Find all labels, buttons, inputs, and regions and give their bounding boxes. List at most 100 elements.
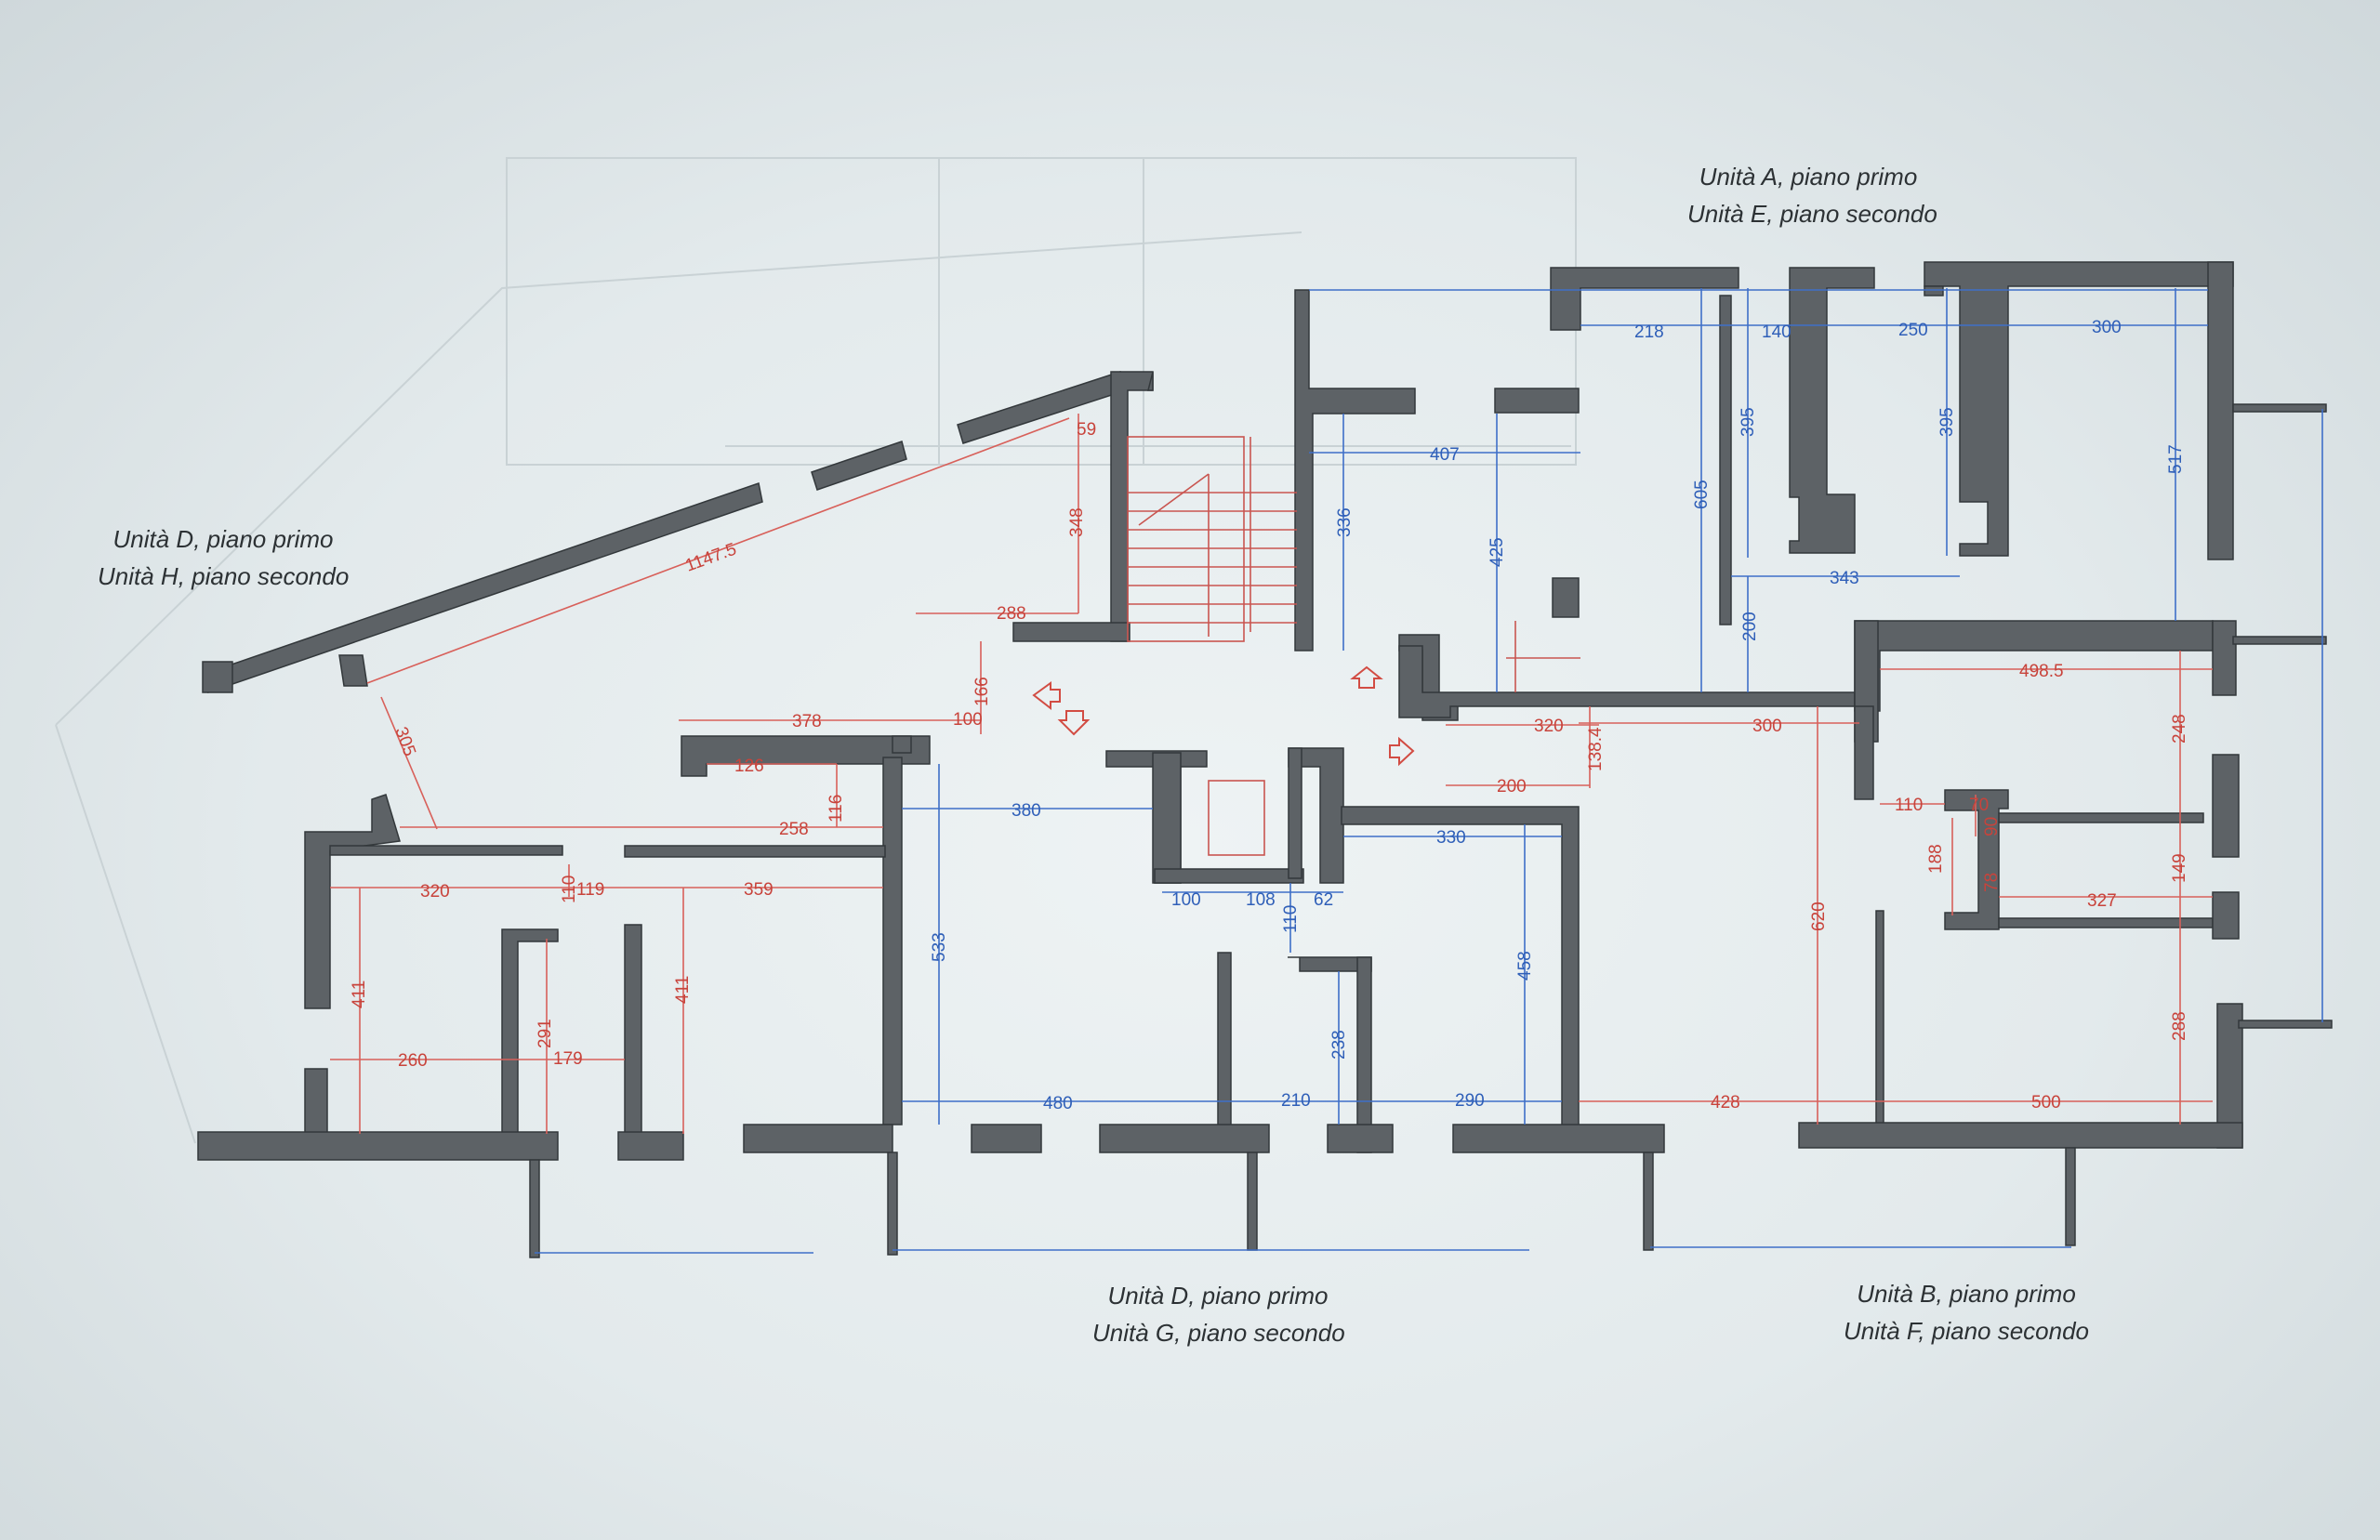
wall-diagonal-3 xyxy=(957,371,1127,444)
dim-label: 126 xyxy=(734,757,764,776)
unit-label-left: Unità D, piano primo Unità H, piano seco… xyxy=(98,520,349,595)
dim-label: 70 xyxy=(1969,796,1989,815)
wall-diagonal-stub xyxy=(202,661,233,693)
wall-unitA-east xyxy=(2207,261,2234,560)
dim-label: 428 xyxy=(1711,1093,1740,1112)
wall-unitD-west xyxy=(304,794,401,1009)
balcony-lines xyxy=(535,409,2323,1254)
ghost-outline xyxy=(55,157,1577,1144)
dim-label: 100 xyxy=(953,710,983,730)
unit-label-top-right: Unità A, piano primo Unità E, piano seco… xyxy=(1687,158,1937,232)
dim-label: 260 xyxy=(398,1051,428,1071)
dimension-labels: 59 348 288 1147.5 305 166 100 378 126 11… xyxy=(350,318,2189,1113)
unit-label-bottom-center: Unità D, piano primo Unità G, piano seco… xyxy=(1092,1277,1345,1351)
dim-label: 110 xyxy=(1281,905,1301,933)
dim-label: 110 xyxy=(1895,796,1923,815)
dim-label: 517 xyxy=(2166,444,2186,474)
dim-label: 605 xyxy=(1692,480,1712,509)
unit-label-bottom-right: Unità B, piano primo Unità F, piano seco… xyxy=(1841,1275,2092,1349)
wall-stair-west xyxy=(1110,371,1154,642)
dim-label: 110 xyxy=(560,875,579,903)
wall-unitD-south2 xyxy=(743,1124,893,1153)
dim-label: 210 xyxy=(1281,1091,1311,1111)
dim-label: 305 xyxy=(390,725,419,759)
stair xyxy=(1127,436,1580,856)
unit-label-line1: Unità D, piano primo xyxy=(1107,1282,1329,1310)
dim-label: 100 xyxy=(1171,890,1201,910)
dim-label: 116 xyxy=(826,795,846,823)
dim-label: 1147.5 xyxy=(683,540,739,576)
wall-diagonal-2 xyxy=(811,441,907,491)
wall-stair-cap xyxy=(1147,371,1154,391)
arrow-right-icon xyxy=(1389,736,1415,767)
arrow-left-icon xyxy=(1032,681,1061,711)
dim-label: 411 xyxy=(350,981,369,1008)
dim-label: 336 xyxy=(1335,507,1355,537)
dim-label: 258 xyxy=(779,820,809,839)
dim-label: 218 xyxy=(1634,322,1664,342)
dim-label: 200 xyxy=(1497,777,1527,796)
wall-unitA-north xyxy=(1550,267,1739,331)
dim-label: 359 xyxy=(744,880,774,900)
dim-label: 166 xyxy=(972,677,992,706)
dim-label: 407 xyxy=(1430,445,1460,465)
dim-label: 108 xyxy=(1246,890,1276,910)
dim-label: 248 xyxy=(2170,714,2189,744)
wall-corr-lower xyxy=(1341,806,1580,1130)
dim-label: 138.4 xyxy=(1586,727,1606,771)
wall-unitB-bath xyxy=(1944,789,2009,930)
unit-label-line2: Unità H, piano secondo xyxy=(98,562,350,590)
dim-label: 348 xyxy=(1067,507,1087,537)
dim-label: 288 xyxy=(2170,1011,2189,1041)
unit-label-line2: Unità E, piano secondo xyxy=(1687,200,1937,228)
dim-label: 425 xyxy=(1488,537,1507,567)
dim-label: 395 xyxy=(1937,407,1957,437)
dim-label: 480 xyxy=(1043,1094,1073,1113)
dim-label: 498.5 xyxy=(2019,662,2064,681)
unit-label-line1: Unità B, piano primo xyxy=(1857,1280,2076,1308)
dim-label: 300 xyxy=(1752,717,1782,736)
wall-corridor xyxy=(1398,645,1856,718)
wall-diag-jamb xyxy=(338,654,368,687)
dim-label: 62 xyxy=(1314,890,1333,910)
dim-label: 327 xyxy=(2087,891,2117,911)
dim-label: 330 xyxy=(1436,828,1466,848)
dim-label: 320 xyxy=(1534,717,1564,736)
unit-label-line1: Unità D, piano primo xyxy=(112,525,334,553)
dim-label: 290 xyxy=(1455,1091,1485,1111)
dim-label: 149 xyxy=(2170,853,2189,883)
dim-label: 238 xyxy=(1329,1030,1349,1060)
dim-label: 140 xyxy=(1762,322,1792,342)
unit-label-line1: Unità A, piano primo xyxy=(1699,163,1918,191)
dim-label: 179 xyxy=(553,1049,583,1069)
wall-unitD-south xyxy=(197,1131,559,1161)
wall-unitD-spine xyxy=(882,757,903,1125)
arrow-down-icon xyxy=(1057,710,1091,736)
dim-label: 320 xyxy=(420,882,450,902)
wall-unitD-inner2 xyxy=(624,924,642,1139)
dim-label: 119 xyxy=(576,880,604,900)
wall-unitC-south2 xyxy=(1452,1124,1665,1153)
dim-label: 291 xyxy=(536,1019,555,1048)
dim-label: 458 xyxy=(1515,951,1535,981)
dim-label: 300 xyxy=(2092,318,2122,337)
dim-label: 395 xyxy=(1739,407,1758,437)
flow-arrows xyxy=(1032,665,1415,767)
dim-label: 620 xyxy=(1809,902,1829,931)
walls xyxy=(197,261,2333,1258)
dim-label: 380 xyxy=(1012,801,1041,821)
dim-label: 188 xyxy=(1926,844,1946,874)
dim-label: 500 xyxy=(2031,1093,2061,1112)
unit-label-line2: Unità G, piano secondo xyxy=(1092,1319,1345,1347)
dim-label: 343 xyxy=(1830,569,1859,588)
dim-label: 533 xyxy=(930,932,949,962)
wall-unitC-south xyxy=(1099,1124,1270,1153)
wall-unitA-north2 xyxy=(1789,267,1875,554)
wall-unitA-mid xyxy=(1719,295,1732,625)
dim-label: 288 xyxy=(997,604,1026,624)
wall-core-north xyxy=(1294,289,1416,652)
arrow-up-icon xyxy=(1350,665,1383,689)
dim-label: 378 xyxy=(792,712,822,731)
dim-label: 200 xyxy=(1740,612,1760,641)
